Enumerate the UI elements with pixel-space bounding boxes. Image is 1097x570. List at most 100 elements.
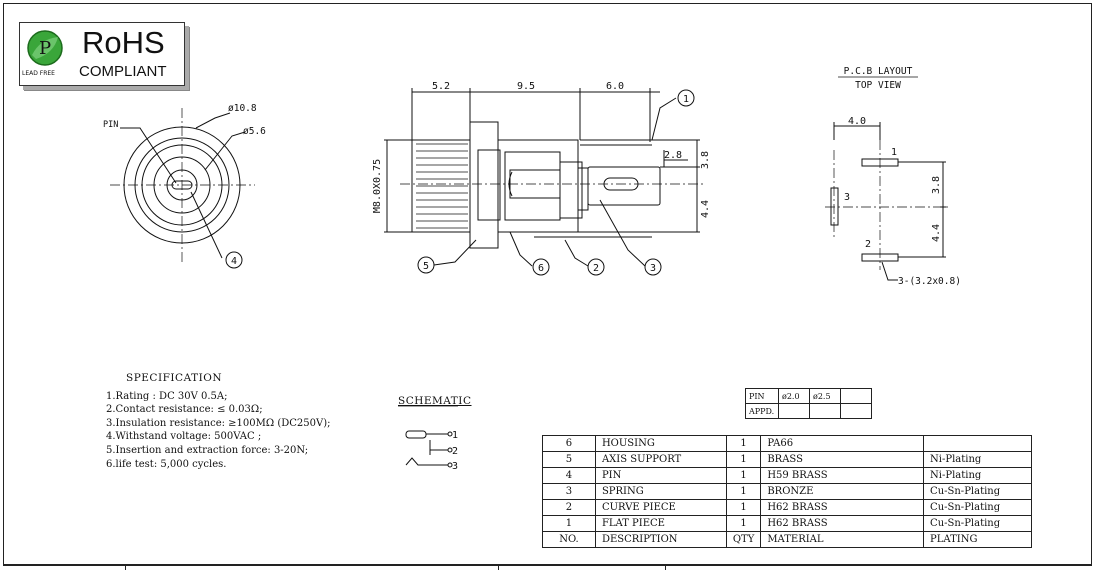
bom-plating: Ni-Plating xyxy=(923,451,1032,468)
schematic-pin-1: 1 xyxy=(452,430,458,441)
pin-approval-table: PIN ø2.0 ø2.5 APPD. xyxy=(745,388,872,419)
bom-plating: Ni-Plating xyxy=(923,467,1032,484)
bom-qty: 1 xyxy=(725,451,762,468)
bom-material: PA66 xyxy=(760,435,925,452)
thread-dim: M8.0X0.75 xyxy=(372,159,383,213)
rohs-title: RoHS xyxy=(82,25,165,60)
bom-description: FLAT PIECE xyxy=(594,515,727,532)
table-cell: PIN xyxy=(745,388,779,404)
front-view xyxy=(110,108,255,269)
schematic-pin-3: 3 xyxy=(452,461,458,472)
outer-diameter-label: ø10.8 xyxy=(228,103,257,114)
table-cell xyxy=(809,403,841,419)
title-block-divider xyxy=(665,565,666,570)
schematic-pin-2: 2 xyxy=(452,446,458,457)
bom-qty: 1 xyxy=(725,435,762,452)
title-block-divider xyxy=(498,565,499,570)
pcb-pad-2-label: 2 xyxy=(865,239,871,250)
table-row: 5 AXIS SUPPORT 1 BRASS Ni-Plating xyxy=(542,451,1032,468)
specification-block: SPECIFICATION 1.Rating : DC 30V 0.5A; 2.… xyxy=(106,372,331,471)
table-cell: APPD. xyxy=(745,403,779,419)
table-cell: ø2.5 xyxy=(809,388,841,404)
spec-line: 4.Withstand voltage: 500VAC ; xyxy=(106,431,262,443)
bom-no: 6 xyxy=(542,435,596,452)
pcb-dim-width: 4.0 xyxy=(848,116,866,127)
bom-no: 3 xyxy=(542,483,596,500)
bom-qty: 1 xyxy=(725,515,762,532)
bom-qty: 1 xyxy=(725,467,762,484)
dim-9-5: 9.5 xyxy=(517,81,535,92)
title-block-edge xyxy=(3,565,1092,568)
bom-no: 1 xyxy=(542,515,596,532)
pcb-pad-3-label: 3 xyxy=(844,192,850,203)
dim-5-2: 5.2 xyxy=(432,81,450,92)
callout-1: 1 xyxy=(683,94,689,105)
bom-description: CURVE PIECE xyxy=(594,499,727,516)
callout-4: 4 xyxy=(231,256,237,267)
table-row: 6 HOUSING 1 PA66 xyxy=(542,435,1032,452)
schematic-title: SCHEMATIC xyxy=(398,395,472,407)
bom-description: AXIS SUPPORT xyxy=(594,451,727,468)
pcb-pad-1-label: 1 xyxy=(891,147,897,158)
bom-plating: Cu-Sn-Plating xyxy=(923,483,1032,500)
inner-diameter-label: ø5.6 xyxy=(243,126,266,137)
callout-3: 3 xyxy=(650,263,656,274)
bom-plating xyxy=(923,435,1032,452)
bom-description: SPRING xyxy=(594,483,727,500)
drawing-frame xyxy=(3,3,1092,565)
pcb-title: P.C.B LAYOUT xyxy=(844,66,913,77)
rohs-badge: P LEAD FREE RoHS COMPLIANT xyxy=(19,22,185,86)
callout-5: 5 xyxy=(423,261,429,272)
bill-of-materials-table: 6 HOUSING 1 PA66 5 AXIS SUPPORT 1 BRASS … xyxy=(542,435,1032,548)
table-cell xyxy=(778,403,810,419)
bom-material: H59 BRASS xyxy=(760,467,925,484)
pcb-dim-3-8: 3.8 xyxy=(931,176,942,194)
bom-material: BRASS xyxy=(760,451,925,468)
table-row: 4 PIN 1 H59 BRASS Ni-Plating xyxy=(542,467,1032,484)
lead-free-label: LEAD FREE xyxy=(22,70,55,77)
bom-qty: 1 xyxy=(725,483,762,500)
rohs-subtitle: COMPLIANT xyxy=(79,63,167,80)
callout-6: 6 xyxy=(538,263,544,274)
bom-no: 4 xyxy=(542,467,596,484)
dim-6-0: 6.0 xyxy=(606,81,624,92)
bom-header-plating: PLATING xyxy=(923,531,1032,548)
table-cell xyxy=(840,403,872,419)
dim-4-4: 4.4 xyxy=(700,200,711,218)
spec-line: 2.Contact resistance: ≤ 0.03Ω; xyxy=(106,404,263,416)
table-cell: ø2.0 xyxy=(778,388,810,404)
dim-3-8: 3.8 xyxy=(700,151,711,169)
spec-line: 6.life test: 5,000 cycles. xyxy=(106,458,227,470)
bom-header-description: DESCRIPTION xyxy=(594,531,727,548)
lead-free-leaf-icon: P xyxy=(27,30,63,66)
bom-description: PIN xyxy=(594,467,727,484)
pcb-layout xyxy=(825,76,950,281)
bom-plating: Cu-Sn-Plating xyxy=(923,499,1032,516)
title-block-divider xyxy=(125,565,126,570)
bom-header-material: MATERIAL xyxy=(760,531,925,548)
bom-material: BRONZE xyxy=(760,483,925,500)
logo-letter: P xyxy=(39,38,51,59)
callout-2: 2 xyxy=(593,263,599,274)
specification-title: SPECIFICATION xyxy=(126,372,223,384)
dim-2-8: 2.8 xyxy=(664,150,682,161)
bom-plating: Cu-Sn-Plating xyxy=(923,515,1032,532)
table-row: APPD. xyxy=(745,403,872,419)
bom-no: 5 xyxy=(542,451,596,468)
bom-no: 2 xyxy=(542,499,596,516)
bom-description: HOUSING xyxy=(594,435,727,452)
table-cell xyxy=(840,388,872,404)
bom-qty: 1 xyxy=(725,499,762,516)
pad-3 xyxy=(830,187,839,226)
spec-line: 3.Insulation resistance: ≥100MΩ (DC250V)… xyxy=(106,417,331,429)
bom-header-qty: QTY xyxy=(725,531,762,548)
pin-label: PIN xyxy=(103,120,118,130)
bom-material: H62 BRASS xyxy=(760,499,925,516)
table-row: PIN ø2.0 ø2.5 xyxy=(745,388,872,404)
bom-material: H62 BRASS xyxy=(760,515,925,532)
side-view xyxy=(384,88,705,276)
spec-line: 1.Rating : DC 30V 0.5A; xyxy=(106,390,228,402)
spec-line: 5.Insertion and extraction force: 3-20N; xyxy=(106,444,309,456)
table-header-row: NO. DESCRIPTION QTY MATERIAL PLATING xyxy=(542,531,1032,548)
